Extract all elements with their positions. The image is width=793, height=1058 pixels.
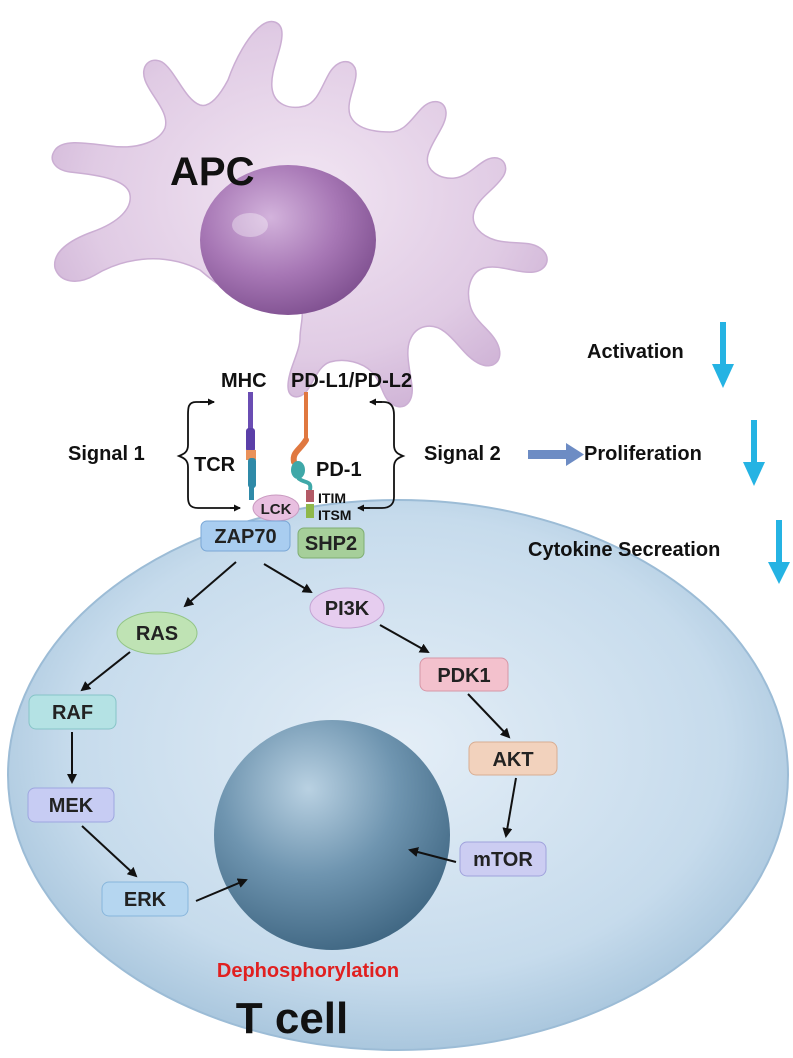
itsm-label: ITSM (318, 507, 351, 523)
akt-node (468, 741, 558, 776)
lck-label: LCK (261, 501, 292, 518)
activation-down-arrow (712, 322, 734, 388)
mhc-label: MHC (221, 370, 267, 392)
signal2-label: Signal 2 (424, 443, 501, 465)
arrow-pi3k-pdk1 (379, 624, 430, 653)
cytokine-label: Cytokine Secreation (528, 539, 720, 561)
tcr-junction (246, 450, 256, 460)
apc-nucleus-highlight (232, 213, 268, 237)
mhc-stalk (248, 392, 253, 432)
akt-label: AKT (492, 749, 533, 771)
apc-nucleus (200, 165, 376, 315)
tcr-chain (248, 458, 256, 488)
mek-label: MEK (49, 795, 94, 817)
tcell-label: T cell (236, 994, 349, 1043)
signal2-arrow-head (566, 443, 584, 466)
raf-node (28, 694, 117, 730)
arrow-mek-erk (81, 825, 138, 878)
signal2-brace (362, 401, 406, 509)
proliferation-down-arrow (743, 420, 765, 486)
arrow-mtor-nucleus (408, 847, 457, 863)
tcr-label: TCR (194, 454, 236, 476)
pi3k-node (309, 587, 385, 629)
raf-label: RAF (52, 702, 93, 724)
pdk1-node (419, 657, 509, 692)
pdl-label: PD-L1/PD-L2 (291, 370, 412, 392)
pd1-label: PD-1 (316, 459, 362, 481)
mtor-label: mTOR (473, 849, 533, 871)
zap70-node (200, 520, 291, 552)
proliferation-label: Proliferation (584, 443, 702, 465)
mhc-head (246, 428, 255, 452)
pdl1-head (290, 437, 309, 465)
ras-label: RAS (136, 623, 178, 645)
arrow-pdk1-akt (467, 693, 511, 739)
zap70-label: ZAP70 (214, 526, 276, 548)
cytokine-down-arrow (768, 520, 790, 584)
itsm-motif (306, 504, 314, 518)
pd1-neck (296, 476, 313, 491)
arrow-ras-raf (80, 651, 131, 692)
arrow-zap70-ras (183, 561, 237, 608)
itim-label: ITIM (318, 490, 346, 506)
ras-node (116, 611, 198, 655)
signal2-arrow-shaft (528, 450, 568, 459)
signal1-label: Signal 1 (68, 443, 145, 465)
pdk1-label: PDK1 (437, 665, 490, 687)
activation-label: Activation (587, 341, 684, 363)
signal1-brace (176, 401, 238, 509)
tcell-nucleus (214, 720, 450, 950)
arrow-erk-nucleus (195, 878, 248, 902)
itim-motif (306, 490, 314, 502)
arrow-akt-mtor (502, 777, 517, 838)
mtor-node (459, 841, 547, 877)
arrow-zap70-pi3k (263, 563, 313, 594)
erk-label: ERK (124, 889, 167, 911)
erk-node (101, 881, 189, 917)
pi3k-label: PI3K (325, 598, 370, 620)
shp2-node (297, 527, 365, 559)
apc-label: APC (170, 150, 254, 194)
pd1-head (291, 461, 305, 479)
tcr-tail (249, 486, 254, 500)
shp2-label: SHP2 (305, 533, 357, 555)
dephosphorylation-label: Dephosphorylation (217, 960, 399, 982)
mek-node (27, 787, 115, 823)
